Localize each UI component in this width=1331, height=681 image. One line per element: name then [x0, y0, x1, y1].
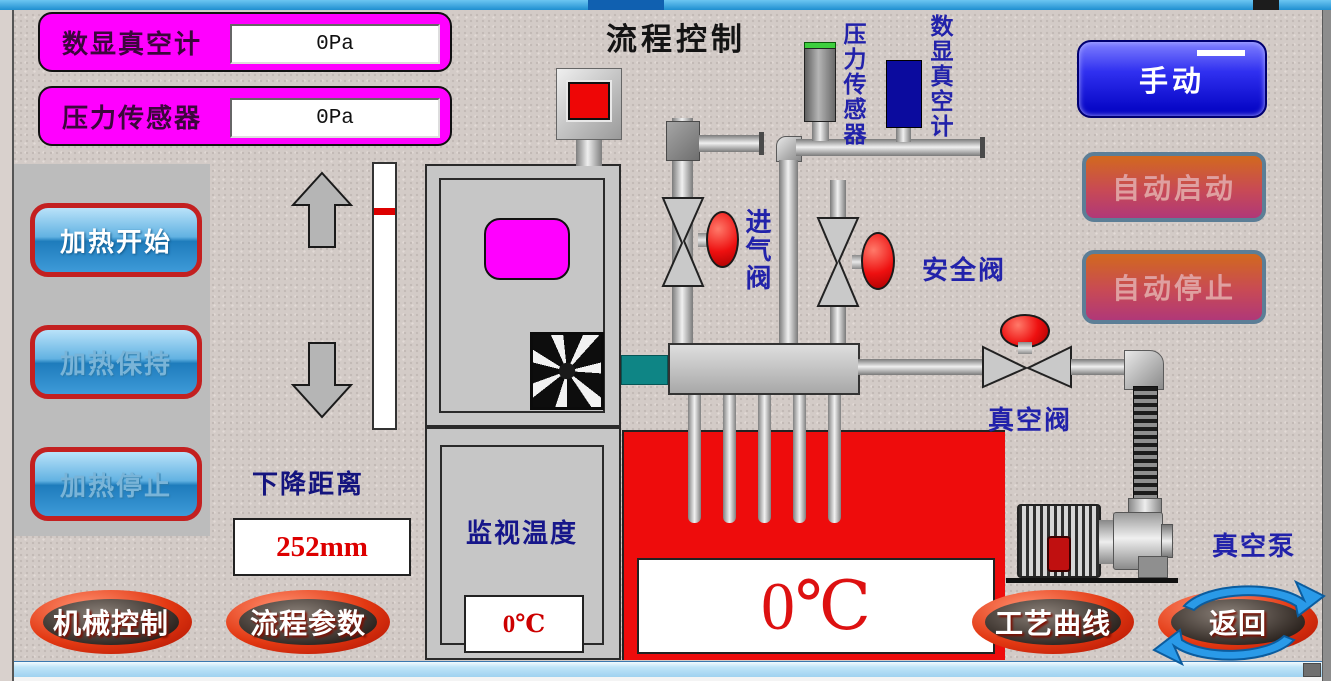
status-indicator-box: [556, 68, 622, 140]
pressure-sensor-value[interactable]: 0Pa: [230, 98, 440, 138]
scrollbar-corner[interactable]: [1303, 663, 1321, 677]
furnace-cabinet-inner-frame: [439, 178, 605, 413]
nav-process-curve-button[interactable]: 工艺曲线: [972, 590, 1134, 654]
pressure-sensor-stem: [812, 120, 829, 141]
pressure-sensor-device-label: 压力传感器: [840, 22, 866, 147]
center-riser-pipe: [779, 160, 798, 345]
top-bar-segment: [1253, 0, 1279, 10]
pipe-elbow: [1124, 350, 1164, 390]
nav-mechanical-control-button[interactable]: 机械控制: [30, 590, 192, 654]
vacuum-valve-label: 真空阀: [988, 405, 1073, 435]
pressure-sensor-readout: 压力传感器 0Pa: [38, 86, 452, 146]
manual-mode-button[interactable]: 手动: [1077, 40, 1267, 118]
descent-distance-value[interactable]: 252mm: [233, 518, 411, 576]
position-level-gauge: [372, 162, 397, 430]
nav-mechanical-control-label: 机械控制: [52, 608, 169, 639]
red-indicator-screen: [568, 82, 610, 120]
window-right-border: [1322, 10, 1331, 681]
pump-flange: [1161, 524, 1173, 558]
down-arrow-icon[interactable]: [290, 340, 354, 420]
vacuum-manifold: [668, 343, 860, 395]
furnace-cabinet: [425, 164, 621, 427]
fan-icon: [530, 332, 604, 410]
vacuum-valve-icon[interactable]: [981, 345, 1073, 394]
up-arrow-icon[interactable]: [290, 170, 354, 250]
heating-stop-button[interactable]: 加热停止: [30, 447, 202, 521]
heater-rod: [828, 395, 841, 523]
pipe-end-cap: [980, 137, 985, 158]
safety-valve-actuator: [861, 232, 895, 290]
vacuum-gauge-device: [886, 60, 922, 128]
pump-base: [1006, 578, 1178, 583]
tee-branch-pipe: [699, 135, 761, 152]
gauge-position-mark: [374, 208, 395, 215]
monitor-temp-label: 监视温度: [465, 518, 578, 548]
window-top-bar: [0, 0, 1331, 10]
tank-temperature-display[interactable]: 0℃: [637, 558, 995, 654]
nav-back-label: 返回: [1208, 608, 1267, 639]
top-bar-segment: [588, 0, 664, 10]
monitor-temp-value[interactable]: 0℃: [464, 595, 584, 653]
heating-start-button[interactable]: 加热开始: [30, 203, 202, 277]
indicator-pedestal: [576, 136, 602, 166]
pipe-tee: [666, 121, 700, 161]
pressure-sensor-device: [804, 48, 836, 122]
pump-inlet-pipe: [1071, 359, 1133, 375]
intake-valve-actuator: [706, 211, 739, 268]
pressure-sensor-label: 压力传感器: [62, 102, 203, 133]
valve-stub: [1018, 342, 1032, 354]
vacuum-gauge-device-label: 数显真空计: [927, 14, 953, 139]
manual-indicator-dash: [1197, 50, 1245, 56]
monitor-cabinet-inner-frame: 监视温度 0℃: [440, 445, 604, 653]
nav-back-button[interactable]: 返回: [1158, 590, 1318, 654]
heater-rod: [793, 395, 806, 523]
descent-distance-label: 下降距离: [252, 469, 365, 499]
manual-mode-label: 手动: [1138, 66, 1205, 98]
vacuum-gauge-readout: 数显真空计 0Pa: [38, 12, 452, 72]
vacuum-gauge-stem: [896, 126, 911, 142]
furnace-window: [484, 218, 570, 280]
window-left-border: [0, 10, 14, 681]
intake-valve-label: 进气阀: [742, 208, 772, 292]
safety-valve-label: 安全阀: [922, 255, 1007, 285]
teal-connector: [621, 355, 668, 385]
heater-rod: [723, 395, 736, 523]
nav-process-curve-label: 工艺曲线: [994, 608, 1111, 639]
vacuum-gauge-label: 数显真空计: [62, 28, 203, 59]
intake-valve-icon[interactable]: [661, 196, 705, 293]
horizontal-scrollbar[interactable]: [14, 661, 1322, 677]
safety-valve-pipe: [830, 180, 846, 220]
heating-tank: 0℃: [622, 430, 1005, 660]
auto-start-button[interactable]: 自动启动: [1082, 152, 1266, 222]
vacuum-pump-motor: [1017, 504, 1101, 578]
pump-foot: [1138, 556, 1168, 578]
page-title: 流程控制: [606, 22, 746, 57]
heater-rod: [758, 395, 771, 523]
pipe-end-cap: [759, 132, 764, 155]
nav-process-params-button[interactable]: 流程参数: [226, 590, 390, 654]
pump-shaft: [1099, 520, 1115, 564]
auto-stop-button[interactable]: 自动停止: [1082, 250, 1266, 324]
vacuum-pump-label: 真空泵: [1212, 531, 1297, 561]
manifold-outlet-pipe: [858, 359, 985, 375]
flex-hose: [1133, 386, 1158, 502]
heater-rod: [688, 395, 701, 523]
safety-valve-pipe: [830, 300, 846, 345]
nav-process-params-label: 流程参数: [249, 608, 366, 639]
safety-valve-icon[interactable]: [816, 216, 860, 313]
window-bottom-border: [14, 677, 1322, 681]
pump-terminal: [1047, 536, 1071, 572]
monitor-cabinet: 监视温度 0℃: [425, 427, 621, 660]
sensor-header-pipe: [796, 139, 984, 156]
vacuum-gauge-value[interactable]: 0Pa: [230, 24, 440, 64]
heating-hold-button[interactable]: 加热保持: [30, 325, 202, 399]
